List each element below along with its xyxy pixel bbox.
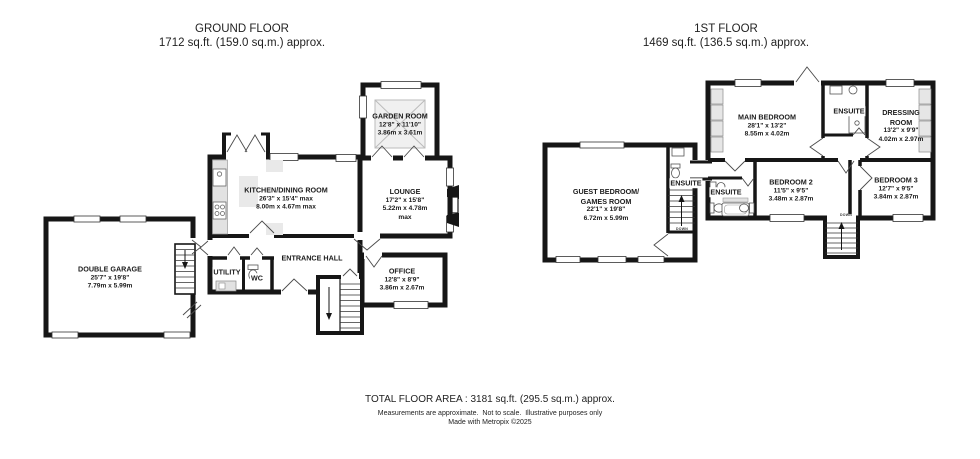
room-dims-m: 5.22m x 4.78m — [382, 205, 428, 213]
room-dims-m: 4.02m x 2.97m — [878, 135, 924, 143]
ensuite-fixtures-icon — [829, 85, 866, 134]
footer: TOTAL FLOOR AREA : 3181 sq.ft. (295.5 sq… — [365, 394, 615, 427]
room-label-ensuite-2: ENSUITE — [709, 187, 743, 197]
room-name: BEDROOM 2 — [769, 177, 813, 187]
washer-icon — [215, 280, 237, 292]
room-label-guest-bedroom: GUEST BEDROOM/ GAMES ROOM 22'1" x 19'8" … — [573, 187, 639, 223]
room-dims-ft: 12'8" x 11'10" — [378, 121, 422, 129]
room-name: ENSUITE — [670, 178, 702, 188]
room-dims-m: 3.86m x 2.67m — [379, 284, 425, 292]
kitchen-units-icon — [212, 159, 228, 235]
stairs-icon — [668, 189, 695, 226]
room-dims-ft: 22'1" x 19'8" — [586, 205, 626, 213]
room-dims-ft: 25'7" x 19'8" — [90, 274, 130, 282]
window-icon — [555, 79, 924, 263]
rooflight-icon — [374, 99, 426, 149]
disclaimer: Measurements are approximate. Not to sca… — [377, 410, 603, 417]
ensuite-fixtures-icon — [670, 147, 685, 179]
room-label-dressing-room: DRESSING ROOM 13'2" x 9'9" 4.02m x 2.97m — [879, 108, 924, 144]
room-dims-m: 7.79m x 5.99m — [87, 282, 133, 290]
room-name: GUEST BEDROOM/ — [572, 186, 640, 196]
garage-walls — [43, 216, 196, 338]
room-name: DOUBLE GARAGE — [78, 264, 142, 274]
room-dims-m: 3.86m x 3.61m — [377, 129, 423, 137]
ground-floor-title: GROUND FLOOR 1712 sq.ft. (159.0 sq.m.) a… — [159, 22, 325, 51]
room-label-lounge: LOUNGE 17'2" x 15'8" 5.22m x 4.78m max — [383, 187, 428, 223]
room-name: ENTRANCE HALL — [281, 253, 343, 263]
room-dims-extra: max — [398, 214, 412, 222]
ensuite-fixtures-icon — [709, 181, 755, 217]
wardrobe-icon — [710, 88, 932, 153]
stairs-icon — [174, 243, 196, 295]
stairs-down-label: DOWN — [676, 227, 688, 231]
room-dims-ft: 28'1" x 13'2" — [747, 122, 787, 130]
room-name: OFFICE — [388, 266, 416, 276]
room-label-kitchen: KITCHEN/DINING ROOM 26'3" x 15'4" max 8.… — [244, 186, 327, 213]
room-name: DRESSING — [882, 107, 920, 117]
room-label-double-garage: DOUBLE GARAGE 25'7" x 19'8" 7.79m x 5.99… — [78, 265, 142, 292]
room-dims-m: 3.84m x 2.87m — [873, 193, 919, 201]
hob-icon — [212, 201, 227, 220]
room-name: UTILITY — [213, 267, 241, 277]
stairs-icon — [825, 222, 858, 254]
room-dims-ft: 17'2" x 15'8" — [385, 196, 425, 204]
room-name: WC — [251, 273, 263, 283]
floor-title: GROUND FLOOR — [195, 23, 289, 35]
room-name-2: GAMES ROOM — [580, 196, 632, 206]
room-name: BEDROOM 3 — [874, 175, 918, 185]
room-label-garden-room: GARDEN ROOM 12'8" x 11'10" 3.86m x 3.61m — [372, 112, 428, 139]
window-icon — [51, 81, 454, 339]
main-block-walls — [705, 80, 936, 221]
room-label-wc: WC — [250, 273, 264, 283]
room-name: MAIN BEDROOM — [738, 112, 796, 122]
room-dims-ft: 26'3" x 15'4" max — [259, 195, 313, 203]
room-name: LOUNGE — [389, 187, 421, 197]
room-label-main-bedroom: MAIN BEDROOM 28'1" x 13'2" 8.55m x 4.02m — [738, 113, 796, 140]
room-label-office: OFFICE 12'8" x 8'9" 3.86m x 2.67m — [380, 267, 425, 294]
total-floor-area: TOTAL FLOOR AREA : 3181 sq.ft. (295.5 sq… — [365, 394, 615, 405]
floor-area: 1712 sq.ft. (159.0 sq.m.) approx. — [158, 37, 326, 50]
room-dims-m: 6.72m x 5.99m — [583, 214, 629, 222]
stairs-down-label: DOWN — [840, 213, 852, 217]
room-dims-ft: 13'2" x 9'9" — [883, 126, 919, 134]
room-dims-m: 8.55m x 4.02m — [744, 130, 790, 138]
room-label-entrance-hall: ENTRANCE HALL — [281, 253, 342, 263]
room-dims-ft: 12'8" x 8'9" — [384, 276, 420, 284]
room-name: KITCHEN/DINING ROOM — [244, 185, 328, 195]
room-label-bedroom-2: BEDROOM 2 11'5" x 9'5" 3.48m x 2.87m — [769, 178, 814, 205]
fireplace-icon — [447, 185, 459, 227]
first-floor-title: 1ST FLOOR 1469 sq.ft. (136.5 sq.m.) appr… — [643, 22, 809, 51]
floor-area: 1469 sq.ft. (136.5 sq.m.) approx. — [642, 37, 810, 50]
room-name: ENSUITE — [710, 187, 742, 197]
room-dims-ft: 11'5" x 9'5" — [773, 187, 809, 195]
room-label-bedroom-3: BEDROOM 3 12'7" x 9'5" 3.84m x 2.87m — [874, 176, 919, 203]
room-name-2: ROOM — [889, 117, 913, 127]
room-dims-ft: 12'7" x 9'5" — [878, 185, 914, 193]
room-dims-m: 3.48m x 2.87m — [768, 195, 814, 203]
floor-title: 1ST FLOOR — [694, 23, 758, 35]
credit: Made with Metropix ©2025 — [448, 419, 532, 427]
room-name: ENSUITE — [833, 106, 865, 116]
room-label-utility: UTILITY — [212, 267, 242, 277]
kitchen-shading — [239, 160, 283, 235]
door-swing-marks — [653, 66, 881, 257]
stairs-icon — [326, 279, 360, 331]
door-swing-marks — [182, 134, 425, 319]
first-floor-drawing — [542, 66, 936, 263]
room-dims-m: 8.00m x 4.67m max — [256, 203, 316, 211]
room-label-ensuite-1: ENSUITE — [669, 178, 703, 188]
room-label-ensuite-main: ENSUITE — [832, 106, 866, 116]
room-name: GARDEN ROOM — [372, 111, 428, 121]
